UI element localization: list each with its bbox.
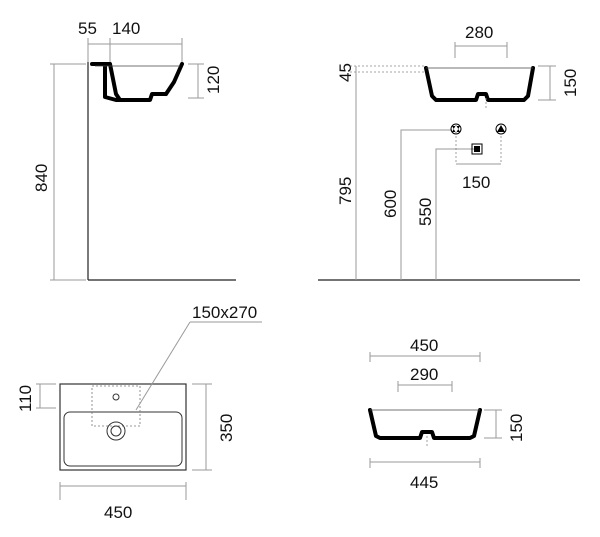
bowl-outline: [63, 411, 183, 467]
dim-label-350: 350: [217, 414, 236, 442]
supply-left-icon: [452, 125, 460, 133]
side-view: 55 140 120 840: [32, 19, 236, 281]
side-waste-trap: [103, 64, 130, 102]
section-basin-profile: [368, 408, 482, 440]
dim-label-150-right: 150: [561, 69, 580, 97]
dim-label-140: 140: [112, 19, 140, 38]
dim-label-110: 110: [16, 385, 35, 412]
dim-label-55: 55: [78, 19, 97, 38]
dim-label-445: 445: [410, 473, 438, 492]
dim-label-45: 45: [336, 63, 355, 82]
front-basin-profile: [424, 66, 535, 102]
dim-label-600: 600: [381, 190, 400, 218]
dim-label-280: 280: [465, 23, 493, 42]
dim-label-795: 795: [336, 177, 355, 205]
basin-outline: [59, 383, 187, 471]
drain-icon: [106, 421, 126, 441]
dim-label-120: 120: [204, 66, 223, 94]
top-view: 150x270 110 350 450: [16, 303, 262, 522]
section-view: 450 290 150 445: [368, 336, 526, 492]
dim-label-450-top: 450: [104, 503, 132, 522]
dim-label-150-section: 150: [507, 414, 526, 442]
dim-label-150x270: 150x270: [192, 303, 257, 322]
dim-label-550: 550: [416, 198, 435, 226]
dim-label-840: 840: [32, 164, 51, 192]
dim-label-150-bottom: 150: [462, 173, 490, 192]
supply-right-icon: [497, 125, 505, 132]
tap-hole-icon: [112, 393, 120, 401]
basin-profile: [90, 62, 184, 102]
dim-label-290: 290: [410, 365, 438, 384]
dim-label-450-section: 450: [410, 336, 438, 355]
waste-outlet-icon: [474, 146, 480, 152]
front-view: 280 45 150 795 600 550 150: [318, 23, 580, 281]
